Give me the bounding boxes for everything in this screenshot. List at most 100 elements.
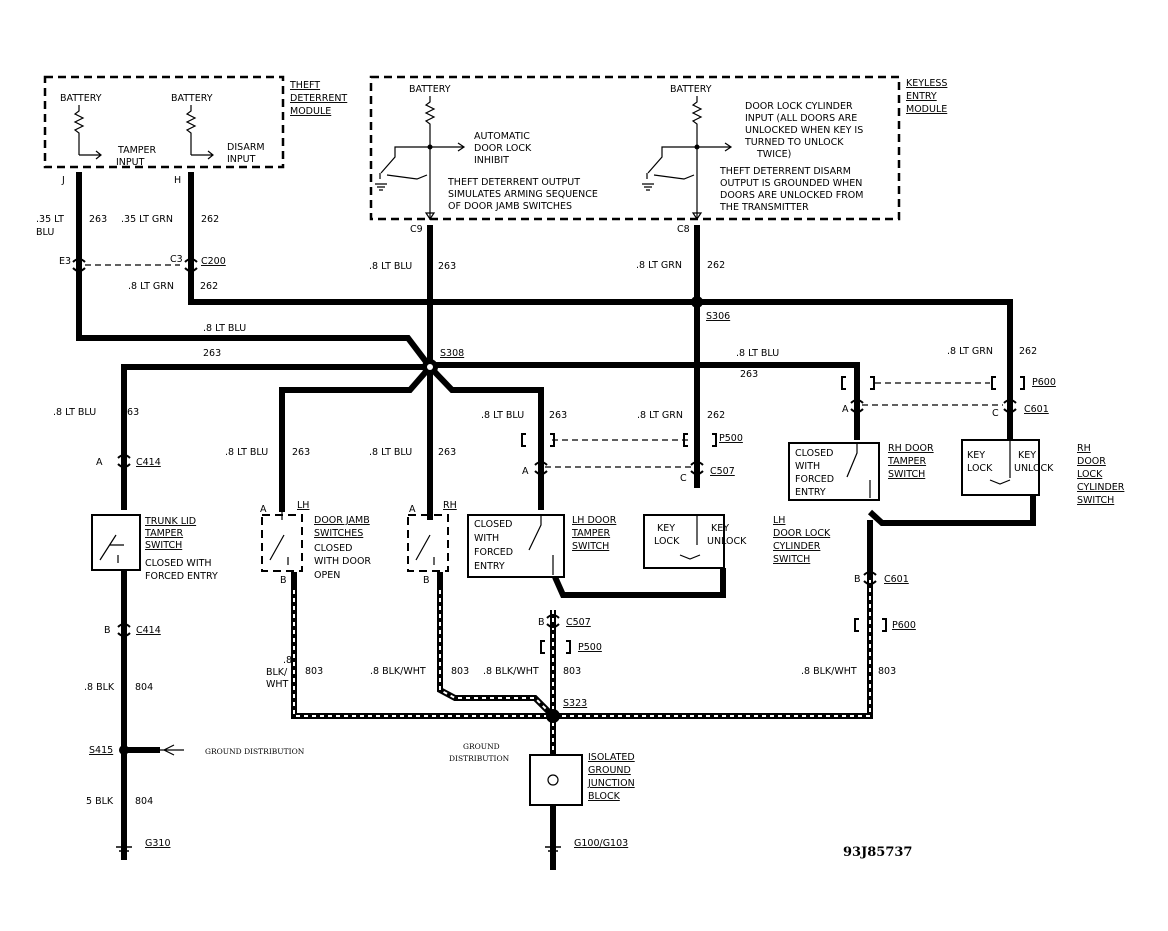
lhdl-4: SWITCH xyxy=(773,554,810,565)
lbl-5blk: 5 BLK xyxy=(86,796,114,807)
lh-door-tamper-symbol xyxy=(528,515,554,575)
conn-b-c507: B xyxy=(538,617,545,628)
lbl-262b: 262 xyxy=(707,260,725,271)
lh-jamb-switch-symbol xyxy=(269,512,289,565)
dlc-4: TURNED TO UNLOCK xyxy=(744,137,844,148)
ground-dist-arrow-right xyxy=(160,744,184,756)
theft-module-title-1: THEFT xyxy=(289,80,320,91)
ke-battery-label-1: BATTERY xyxy=(409,84,451,95)
lbl-8blkwht-right: .8 BLK/WHT xyxy=(801,666,857,677)
arrow-disarm-input xyxy=(191,150,214,160)
conn-g310: G310 xyxy=(145,838,171,849)
lbl-262d: 262 xyxy=(1019,346,1037,357)
lbl-8ltblu-diag: .8 LT BLU xyxy=(203,323,246,334)
stripe-803-rh xyxy=(439,590,554,717)
rh-door-tamper-box xyxy=(788,442,880,501)
conn-c507a: C507 xyxy=(710,466,735,477)
conn-c414a: C414 xyxy=(136,457,161,468)
dlc-5: TWICE) xyxy=(756,149,791,160)
lbl-803b: 803 xyxy=(451,666,469,677)
stripe-803-lh xyxy=(293,590,553,717)
conn-a-lh: A xyxy=(260,504,267,515)
conn-c-c601: C xyxy=(992,408,999,419)
tamper-input-label-1: TAMPER xyxy=(117,145,156,156)
lbl-35ltgrn: .35 LT GRN xyxy=(121,214,173,225)
lbl-263h: 263 xyxy=(549,410,567,421)
conn-c-c507: C xyxy=(680,473,687,484)
lbl-8ltblu-rh: .8 LT BLU xyxy=(369,447,412,458)
conn-c507b: C507 xyxy=(566,617,591,628)
wire-263-lh-jamb xyxy=(279,365,433,512)
lbl-803d: 803 xyxy=(878,666,896,677)
adl-1: AUTOMATIC xyxy=(474,131,530,142)
rhdl-key-1: KEY xyxy=(967,450,985,461)
rhdl-unlock-2: UNLOCK xyxy=(1014,463,1054,474)
splice-s415 xyxy=(119,745,129,755)
lbl-263e: 263 xyxy=(121,407,139,418)
conn-a-c414: A xyxy=(96,457,103,468)
ke-resistor-1 xyxy=(424,96,436,220)
wire-263-lh-door xyxy=(427,364,544,510)
lh-door-lock-box xyxy=(643,514,725,569)
lbl-262a: 262 xyxy=(201,214,219,225)
ke-pin-arrows xyxy=(424,212,703,221)
ke-title-3: MODULE xyxy=(906,104,947,115)
lbl-263a: 263 xyxy=(89,214,107,225)
splice-s308-center xyxy=(427,364,433,370)
battery-label-1: BATTERY xyxy=(60,93,102,104)
lbl-8ltblu-right: .8 LT BLU xyxy=(736,348,779,359)
ke-node-1 xyxy=(427,144,433,150)
battery-label-2: BATTERY xyxy=(171,93,213,104)
conn-e3: E3 xyxy=(59,256,71,267)
trunk-2: TAMPER xyxy=(144,528,183,539)
lhdt-1: LH DOOR xyxy=(572,515,617,526)
gjb-1: ISOLATED xyxy=(588,752,635,763)
wire-803-lh xyxy=(291,572,553,719)
lhdl-unlock-2: UNLOCK xyxy=(707,536,747,547)
rhdl-2: DOOR xyxy=(1077,456,1106,467)
gjb-2: GROUND xyxy=(588,765,631,776)
rhdl-5: SWITCH xyxy=(1077,495,1114,506)
conn-a-rh: A xyxy=(409,504,416,515)
conn-g100: G100/G103 xyxy=(574,838,628,849)
wire-263-theft xyxy=(76,172,433,369)
lbl-8ltblu-top: .8 LT BLU xyxy=(369,261,412,272)
jamb-2: SWITCHES xyxy=(314,528,363,539)
lhdl-3: CYLINDER xyxy=(773,541,821,552)
wire-263-to-rh-tamper xyxy=(430,362,860,440)
theft-deterrent-module-box xyxy=(43,75,285,169)
tdo-1: THEFT DETERRENT OUTPUT xyxy=(447,177,580,188)
theft-module-title-2: DETERRENT xyxy=(290,93,347,104)
conn-c414b: C414 xyxy=(136,625,161,636)
lbl-803c: 803 xyxy=(563,666,581,677)
ground-junction-block xyxy=(529,754,583,806)
lbl-35ltblu-1: .35 LT xyxy=(36,214,64,225)
lbl-262c: 262 xyxy=(200,281,218,292)
pin-j: J xyxy=(61,175,65,186)
jamb-3: CLOSED xyxy=(314,543,352,554)
gjb-3: JUNCTION xyxy=(587,778,635,789)
lhdt-3: SWITCH xyxy=(572,541,609,552)
ground-distribution-left-1: GROUND xyxy=(463,742,500,751)
lbl-263f: 263 xyxy=(292,447,310,458)
dlc-2: INPUT (ALL DOORS ARE xyxy=(745,113,857,124)
rhdt-box-4: ENTRY xyxy=(795,487,826,498)
connector-labels: E3 C3 C200 S306 S308 P600 A C C601 P500 … xyxy=(59,254,1056,849)
conn-a-c507: A xyxy=(522,466,529,477)
wire-262-theft xyxy=(188,172,1013,440)
tdd-1: THEFT DETERRENT DISARM xyxy=(719,166,851,177)
rhdt-box-3: FORCED xyxy=(795,474,834,485)
rhdt-box-2: WITH xyxy=(795,461,820,472)
lbl-263b: 263 xyxy=(438,261,456,272)
rhdl-unlock-1: KEY xyxy=(1018,450,1036,461)
pin-c8: C8 xyxy=(677,224,690,235)
ground-junction-terminal xyxy=(547,774,559,786)
lbl-8blkwht-lh-2: BLK/ xyxy=(266,667,288,678)
ke-switch-2 xyxy=(642,142,733,191)
tdd-4: THE TRANSMITTER xyxy=(719,202,809,213)
lbl-8ltblu-lhd: .8 LT BLU xyxy=(481,410,524,421)
trunk-5: FORCED ENTRY xyxy=(145,571,218,582)
jamb-5: OPEN xyxy=(314,570,340,581)
rhdl-4: CYLINDER xyxy=(1077,482,1125,493)
ke-node-2 xyxy=(694,144,700,150)
